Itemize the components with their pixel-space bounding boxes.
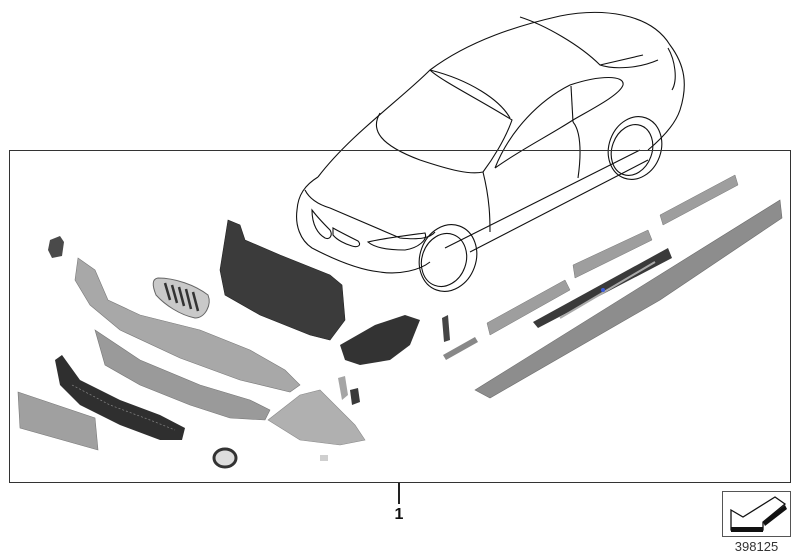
clip-strip-part <box>443 337 478 360</box>
bumper-carrier-part <box>74 257 301 393</box>
side-sill-parts-group <box>442 174 783 399</box>
small-clip-part <box>338 376 348 400</box>
fog-light-part <box>212 447 238 469</box>
bracket-part <box>48 236 64 258</box>
callout-label[interactable]: 1 <box>394 506 404 523</box>
arrow-back-icon[interactable] <box>722 491 791 537</box>
sill-bracket-rear-part <box>659 174 739 226</box>
car-outline <box>296 11 685 292</box>
callout-leader-line <box>398 483 400 504</box>
side-skirt-part <box>474 199 783 399</box>
diagram-reference-number: 398125 <box>734 539 779 554</box>
front-parts-group <box>17 219 420 469</box>
parts-frame <box>9 150 791 483</box>
sill-bracket-mid-part <box>572 229 653 279</box>
lower-grille-part <box>55 355 185 440</box>
front-spoiler-part <box>94 329 271 421</box>
air-duct-part <box>219 219 346 341</box>
wheel-arch-part <box>267 389 366 446</box>
sill-bracket-small-part <box>442 315 450 342</box>
side-air-duct-part <box>340 315 420 365</box>
sill-bracket-front-part <box>486 279 571 336</box>
door-sill-trim-part <box>533 248 672 328</box>
license-plate-part <box>17 391 99 451</box>
kidney-grille-part <box>152 277 210 319</box>
small-bracket-part <box>350 388 360 405</box>
small-cap-part <box>320 455 328 461</box>
arrow-glyph <box>730 496 787 532</box>
